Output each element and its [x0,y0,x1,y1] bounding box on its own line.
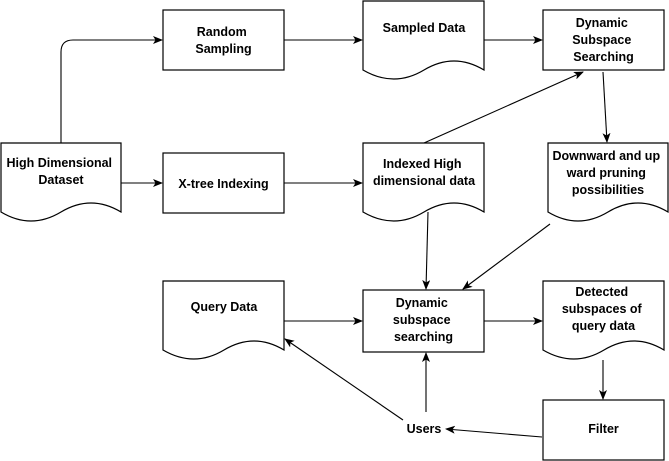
pruning-label-line2: ward pruning [566,166,646,180]
svg-text:Dynamic Subspace S: Dynamic Subspace Searching [572,16,635,64]
svg-text:High Dimensional Dataset: High Dimensional Dataset [6,156,115,187]
node-query-data: Query Data [162,280,285,360]
svg-text:Dynamic subspace s: Dynamic subspace searching [393,296,454,344]
node-random-sampling: Random Sampling [162,9,285,71]
filter-label: Filter [588,422,619,436]
node-xtree-indexing: X-tree Indexing [162,152,285,214]
dss-mid-label-line3: searching [394,330,453,344]
sampled-data-label: Sampled Data [383,21,467,35]
svg-text:X-tree Indexing: X-tree Indexing [178,177,268,191]
detected-label-line1: Detected [575,285,628,299]
svg-text:Filter: Filter [588,422,619,436]
pruning-label-line3: possibilities [572,183,644,197]
random-sampling-label-line1: Random [197,25,247,39]
svg-text:Random Sampling: Random Sampling [195,25,251,56]
svg-text:Detected subspaces of: Detected subspaces of query data [562,285,645,333]
node-detected-subspaces: Detected subspaces of query data [542,280,665,360]
random-sampling-label-line2: Sampling [195,42,251,56]
edge-dss-top-to-pruning [602,71,611,143]
node-filter: Filter [542,399,665,461]
svg-text:Query Data: Query Data [191,300,259,314]
node-users: Users [407,422,442,436]
dss-mid-label-line2: subspace [393,313,451,327]
svg-text:Downward and up ward pru: Downward and up ward pruning possibiliti… [552,149,663,197]
node-dynamic-subspace-searching-top: Dynamic Subspace Searching [542,9,665,71]
edge-pruning-to-dss-mid [462,223,551,290]
svg-text:Sampled Data: Sampled Data [383,21,467,35]
edge-indexed-to-dss-top [423,71,584,144]
high-dim-label-line2: Dataset [38,173,84,187]
node-sampled-data: Sampled Data [362,0,485,80]
edge-users-to-query-data [284,338,404,421]
node-dynamic-subspace-searching-mid: Dynamic subspace searching [362,289,485,353]
dss-top-label-line3: Searching [573,50,633,64]
detected-label-line3: query data [572,319,636,333]
edge-highdim-to-random-sampling [60,36,163,143]
dss-top-label-line2: Subspace [572,33,631,47]
pruning-label-line1: Downward and up [552,149,660,163]
node-high-dimensional-dataset: High Dimensional Dataset [0,142,122,222]
svg-text:Users: Users [407,422,442,436]
svg-text:Indexed High dimensional: Indexed High dimensional data [373,157,476,188]
dss-top-label-line1: Dynamic [576,16,628,30]
edge-indexed-to-dss-mid [422,211,431,290]
query-data-label: Query Data [191,300,259,314]
edge-filter-to-users [445,425,543,438]
indexed-label-line2: dimensional data [373,174,476,188]
edges [60,36,611,438]
xtree-label: X-tree Indexing [178,177,268,191]
node-pruning-possibilities: Downward and up ward pruning possibiliti… [547,142,669,222]
indexed-label-line1: Indexed High [383,157,461,171]
detected-label-line2: subspaces of [562,302,643,316]
dss-mid-label-line1: Dynamic [396,296,448,310]
high-dim-label-line1: High Dimensional [6,156,112,170]
node-indexed-high-dimensional-data: Indexed High dimensional data [362,142,485,222]
users-label: Users [407,422,442,436]
